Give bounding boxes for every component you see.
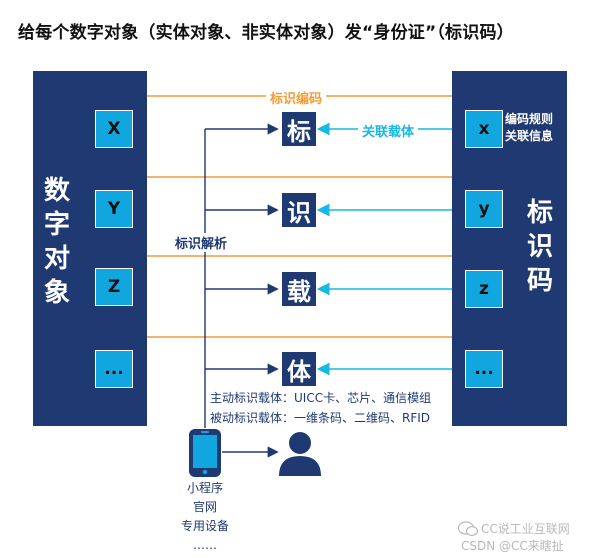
code-info-line: 编码规则 [505, 112, 554, 126]
digital-object-char: 字 [43, 210, 70, 240]
client-item: 专用设备 [180, 519, 229, 533]
watermark-line-1: CC说工业互联网 [481, 522, 570, 536]
code-box-z: z [465, 270, 503, 308]
encoding-label: 标识编码 [266, 88, 327, 107]
resolution-label: 标识解析 [172, 233, 231, 252]
digital-object-char: 对 [43, 244, 70, 274]
encoding-line-2 [113, 176, 494, 193]
carrier-char-shi: 识 [282, 193, 316, 227]
object-box-more: ... [95, 350, 133, 388]
digital-object-char: 象 [43, 278, 70, 308]
smartphone-icon [189, 429, 221, 477]
identifier-code-label: 标 识 码 [521, 196, 559, 298]
code-box-x: x [465, 110, 503, 148]
diagram-title: 给每个数字对象（实体对象、非实体对象）发“身份证”（标识码） [18, 23, 514, 43]
object-box-z: Z [95, 268, 133, 306]
carrier-char-zai: 载 [282, 272, 316, 306]
object-box-x: X [95, 110, 133, 148]
watermark-line-2: CSDN @CC来瞎扯 [461, 539, 564, 553]
carrier-char-ti: 体 [282, 352, 316, 386]
object-box-y: Y [95, 190, 133, 228]
digital-object-label: 数 字 对 象 [38, 174, 76, 310]
encoding-line-3 [113, 255, 494, 272]
code-info-line: 关联信息 [505, 129, 554, 143]
client-item: 官网 [192, 500, 217, 514]
carrier-list: 主动标识载体：UICC卡、芯片、通信模组 被动标识载体：一维条码、二维码、RFI… [210, 388, 431, 428]
digital-object-char: 数 [43, 176, 70, 206]
passive-carrier-text: 被动标识载体：一维条码、二维码、RFID [210, 411, 431, 425]
wechat-icon [458, 521, 478, 536]
encoding-line-4 [113, 336, 494, 353]
active-carrier-text: 主动标识载体：UICC卡、芯片、通信模组 [210, 391, 432, 405]
client-item: …… [193, 538, 217, 552]
client-list: 小程序 官网 专用设备 …… [160, 479, 250, 555]
identifier-code-char: 标 [526, 198, 553, 228]
client-item: 小程序 [186, 481, 223, 495]
code-box-more: ... [465, 350, 503, 388]
code-box-y: y [465, 190, 503, 228]
code-info: 编码规则 关联信息 [505, 111, 553, 145]
user-icon [279, 432, 321, 476]
identifier-code-char: 识 [526, 232, 553, 262]
identifier-code-char: 码 [526, 266, 553, 296]
association-label: 关联载体 [358, 121, 419, 140]
carrier-char-biao: 标 [282, 112, 316, 146]
